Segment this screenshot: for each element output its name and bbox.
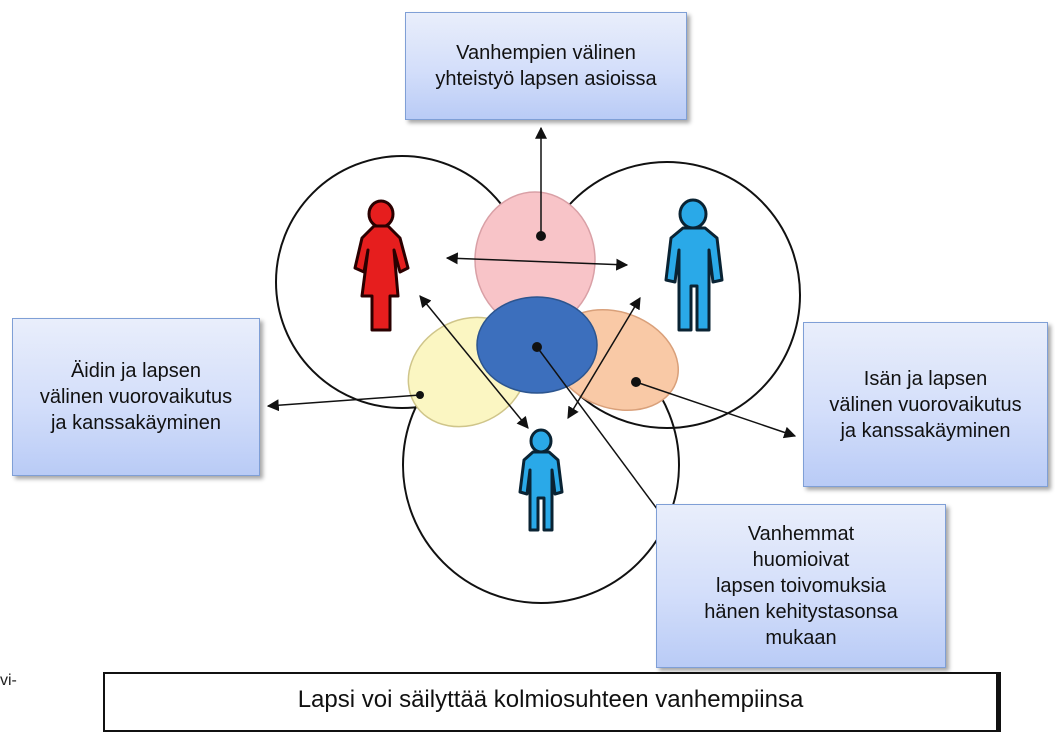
child-figure-icon bbox=[518, 428, 564, 532]
parents-cooperation-box: Vanhempien välinen yhteistyö lapsen asio… bbox=[405, 12, 687, 120]
box-line: hänen kehitystasonsa bbox=[704, 601, 898, 623]
box-line: ja kanssakäyminen bbox=[50, 412, 222, 434]
caption-box: Lapsi voi säilyttää kolmiosuhteen vanhem… bbox=[103, 672, 1001, 732]
man-figure-icon bbox=[664, 198, 724, 332]
box-line: huomioivat bbox=[752, 549, 850, 571]
box-line: välinen vuorovaikutus bbox=[829, 393, 1022, 416]
mother-child-interaction-box: Äidin ja lapsen välinen vuorovaikutus ja… bbox=[12, 318, 260, 476]
side-text-fragment: vi- bbox=[0, 672, 17, 689]
box-line: Äidin ja lapsen bbox=[70, 360, 202, 382]
box-line: Isän ja lapsen bbox=[863, 367, 988, 390]
box-line: välinen vuorovaikutus bbox=[39, 386, 233, 408]
child-wishes-box: Vanhemmat huomioivat lapsen toivomuksia … bbox=[656, 504, 946, 668]
box-line: lapsen toivomuksia bbox=[715, 575, 887, 597]
father-child-interaction-box: Isän ja lapsen välinen vuorovaikutus ja … bbox=[803, 322, 1048, 487]
box-line: mukaan bbox=[765, 627, 837, 649]
box-line: yhteistyö lapsen asioissa bbox=[435, 68, 657, 90]
box-line: Vanhempien välinen bbox=[456, 42, 636, 64]
woman-figure-icon bbox=[353, 199, 410, 332]
box-line: Vanhemmat bbox=[747, 523, 855, 545]
box-line: ja kanssakäyminen bbox=[840, 419, 1011, 442]
